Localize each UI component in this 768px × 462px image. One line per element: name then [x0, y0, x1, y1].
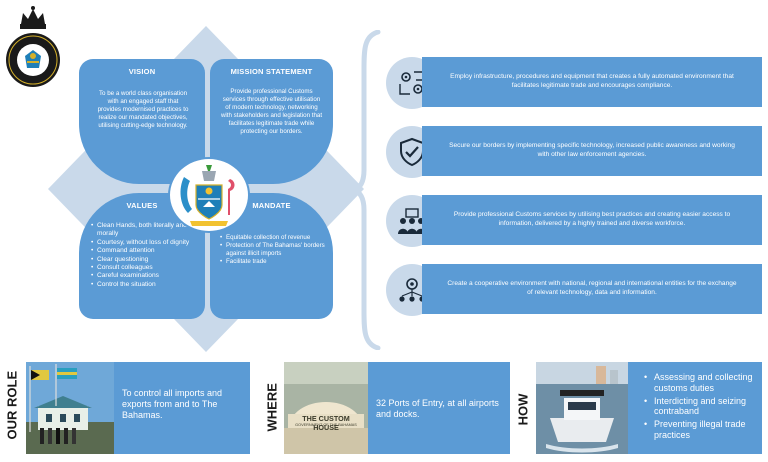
objective-banner: Employ infrastructure, procedures and eq… [422, 57, 762, 107]
list-item: Clear questioning [91, 256, 205, 265]
list-item: Command attention [91, 247, 205, 256]
list-item: Clean Hands, both literally and morally [91, 222, 205, 239]
list-item: Equitable collection of revenue [220, 234, 333, 242]
list-item: Assessing and collecting customs duties [644, 372, 756, 394]
vision-panel: VISION To be a world class organisation … [79, 59, 205, 184]
customs-logo [4, 4, 62, 90]
list-item: Protection of The Bahamas' borders again… [220, 242, 333, 258]
list-item: Facilitate trade [220, 258, 333, 266]
objective-banner: Secure our borders by implementing speci… [422, 126, 762, 176]
list-item: Consult colleagues [91, 264, 205, 273]
where-label: WHERE [264, 383, 280, 432]
our-role-text: To control all imports and exports from … [122, 388, 223, 420]
values-list: Clean Hands, both literally and morally … [79, 222, 205, 290]
vision-text: To be a world class organisation with an… [97, 90, 189, 129]
list-item: Preventing illegal trade practices [644, 419, 756, 441]
coat-of-arms-icon [180, 165, 235, 226]
how-list: Assessing and collecting customs duties … [628, 362, 762, 441]
mandate-title: MANDATE [252, 201, 291, 210]
where-photo: THE CUSTOM HOUSE GOVERNMENT OF THE BAHAM… [284, 362, 368, 454]
patrol-boat-image [536, 362, 628, 454]
mandate-list: Equitable collection of revenue Protecti… [210, 234, 333, 266]
how-photo [536, 362, 628, 454]
sign-subtitle: GOVERNMENT OF THE BAHAMAS [295, 423, 357, 427]
list-item: Interdicting and seizing contraband [644, 396, 756, 418]
list-item: Careful examinations [91, 272, 205, 281]
list-item: Control the situation [91, 281, 205, 290]
objective-banner: Create a cooperative environment with na… [422, 264, 762, 314]
how-label: HOW [515, 393, 531, 426]
list-item: Courtesy, without loss of dignity [91, 239, 205, 248]
mission-text: Provide professional Customs services th… [220, 88, 323, 135]
our-role-photo [26, 362, 114, 454]
where-box: 32 Ports of Entry, at all airports and d… [368, 362, 510, 454]
our-role-box: To control all imports and exports from … [114, 362, 250, 454]
coat-of-arms [168, 157, 250, 233]
custom-house-sign-image [284, 362, 368, 454]
our-role-label: OUR ROLE [4, 370, 20, 440]
curly-brace [352, 30, 381, 350]
how-box: Assessing and collecting customs duties … [628, 362, 762, 454]
objective-banner: Provide professional Customs services by… [422, 195, 762, 245]
vision-title: VISION [128, 67, 156, 76]
values-title: VALUES [126, 201, 158, 210]
crown-seal-icon [6, 6, 60, 87]
where-text: 32 Ports of Entry, at all airports and d… [376, 398, 499, 419]
sign-title: THE CUSTOM HOUSE [302, 414, 350, 432]
flags-building-image [26, 362, 114, 454]
mission-title: MISSION STATEMENT [230, 67, 313, 76]
